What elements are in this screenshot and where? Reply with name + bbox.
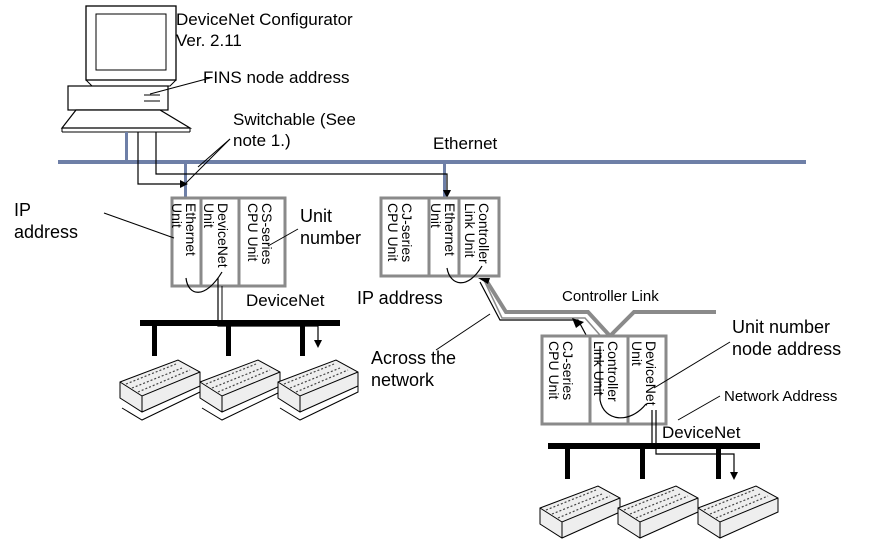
center-slot1-line2: CPU Unit	[385, 203, 401, 261]
right-controller-link-unit	[588, 334, 630, 426]
right-slot3-line2: Unit	[629, 341, 645, 366]
right-slot1-line1: CJ-series	[560, 341, 576, 400]
configurator-title-line2: Ver. 2.11	[176, 31, 242, 50]
center-controller-link-unit	[457, 196, 501, 278]
left-devicenet-bus	[140, 320, 340, 326]
left-cpu-unit	[237, 196, 287, 288]
center-slot2-line2: Unit	[428, 203, 444, 228]
devicenet-left-label: DeviceNet	[246, 291, 325, 310]
left-slave-1-icon	[119, 359, 201, 421]
left-plc: Ethernet Unit DeviceNet Unit CS-series C…	[169, 196, 287, 288]
center-routing-curve	[446, 265, 483, 284]
switchable-label-line2: note 1.)	[233, 131, 291, 150]
left-slave-2-icon	[199, 359, 281, 421]
unit-number-leader	[267, 228, 299, 247]
devicenet-right-label: DeviceNet	[662, 423, 741, 442]
controller-link-bus	[484, 278, 716, 339]
unit-node-address-line2: node address	[732, 339, 841, 359]
switchable-leader-a	[182, 138, 231, 187]
right-devicenet-route	[655, 410, 735, 478]
ip-address-center-label: IP address	[357, 288, 443, 308]
left-slot3-line1: CS-series	[259, 203, 275, 264]
right-slave-2-icon	[617, 485, 699, 539]
ip-address-left-leader	[103, 212, 175, 239]
switchable-label-line1: Switchable (See	[233, 110, 356, 129]
left-ethernet-unit	[170, 196, 203, 288]
right-slave-3-icon	[697, 485, 779, 539]
left-slot1-line2: Unit	[169, 203, 185, 228]
center-slot3-line2: Link Unit	[462, 203, 478, 258]
right-slave-1-icon	[539, 485, 621, 539]
ip-address-left-line1: IP	[14, 200, 31, 220]
right-slot1-line2: CPU Unit	[546, 341, 562, 399]
left-slot3-line2: CPU Unit	[245, 203, 261, 261]
right-routing-curve	[599, 346, 647, 419]
controller-link-label: Controller Link	[562, 288, 659, 305]
across-network-path	[479, 281, 593, 347]
left-slave-3-icon	[277, 359, 359, 421]
right-slot3-line1: DeviceNet	[643, 341, 659, 406]
cable-to-left-ethernet	[137, 132, 186, 185]
ip-address-left-line2: address	[14, 222, 78, 242]
left-routing-curve	[185, 271, 223, 293]
unit-node-address-line1: Unit number	[732, 317, 830, 337]
right-devicenet-unit	[626, 334, 668, 426]
across-network-leader	[435, 313, 491, 351]
computer-icon	[60, 5, 193, 133]
center-slot1-line1: CJ-series	[399, 203, 415, 262]
center-plc: CJ-series CPU Unit Ethernet Unit Control…	[379, 196, 501, 278]
cable-to-center-ethernet	[155, 132, 448, 196]
left-slot1-line1: Ethernet	[183, 203, 199, 256]
unit-number-line1: Unit	[300, 206, 332, 226]
computer-ethernet-drop	[125, 132, 128, 160]
unit-node-leader	[653, 341, 731, 389]
across-network-line2: network	[371, 370, 435, 390]
center-ethernet-drop	[443, 164, 446, 198]
left-slot2-line1: DeviceNet	[215, 203, 231, 268]
ethernet-bus	[58, 160, 806, 164]
ethernet-label: Ethernet	[433, 134, 498, 153]
across-network-line1: Across the	[371, 348, 456, 368]
right-slot2-line2: Link Unit	[591, 341, 607, 396]
left-slot2-line2: Unit	[201, 203, 217, 228]
configurator-title-line1: DeviceNet Configurator	[176, 10, 353, 29]
network-address-label: Network Address	[724, 388, 837, 405]
right-plc: CJ-series CPU Unit Controller Link Unit …	[540, 334, 668, 426]
unit-number-line2: number	[300, 228, 361, 248]
network-address-leader	[677, 395, 721, 421]
right-devicenet-bus	[548, 443, 760, 449]
fins-leader-line	[149, 77, 211, 95]
fins-node-address-label: FINS node address	[203, 68, 349, 87]
left-ethernet-drop	[184, 164, 187, 198]
right-slot2-line1: Controller	[605, 341, 621, 402]
switchable-leader-b	[197, 138, 231, 168]
center-slot3-line1: Controller	[476, 203, 492, 264]
center-slot2-line1: Ethernet	[442, 203, 458, 256]
